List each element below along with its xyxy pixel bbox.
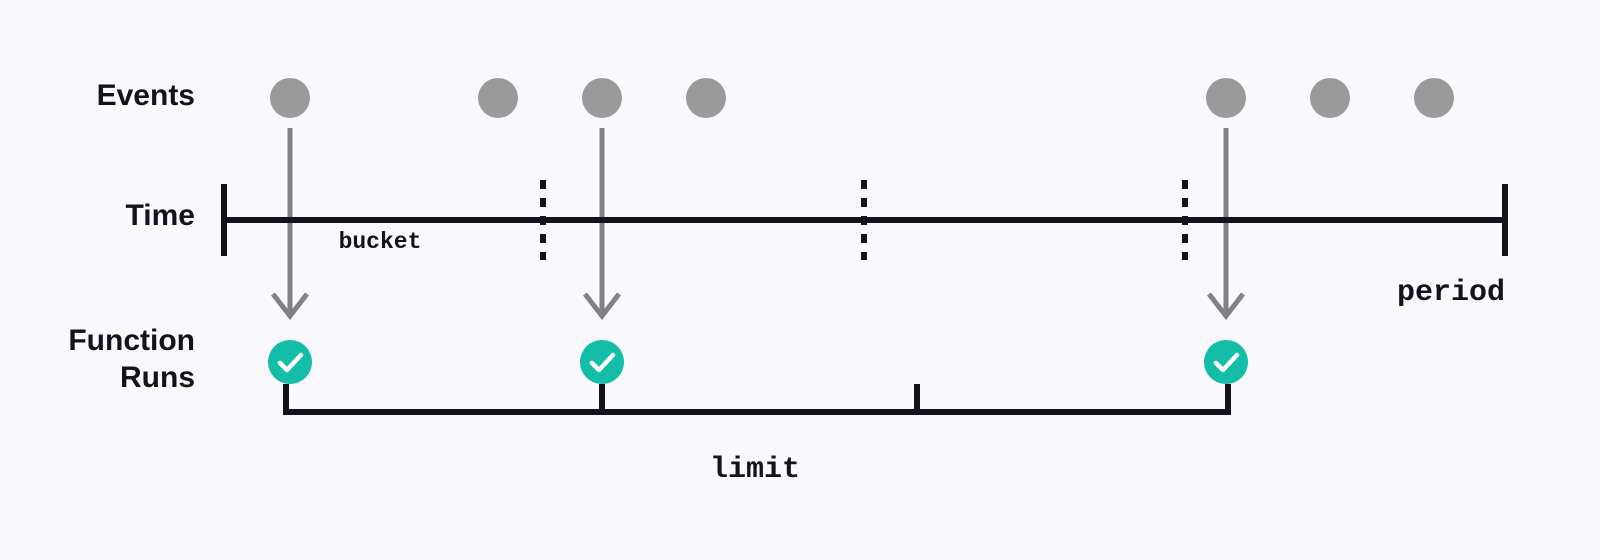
event-dot-6: [1310, 78, 1350, 118]
time-row-label: Time: [126, 199, 195, 232]
function-run-2: [580, 340, 624, 384]
event-dot-5: [1206, 78, 1246, 118]
function-run-3: [1204, 340, 1248, 384]
event-dot-2: [478, 78, 518, 118]
event-dot-4: [686, 78, 726, 118]
events-row-label: Events: [97, 79, 195, 112]
limit-bracket: [283, 384, 1231, 415]
event-dot-3: [582, 78, 622, 118]
function-runs-row-label-line1: Function: [68, 324, 195, 357]
check-icon: [1213, 352, 1240, 373]
limit-bracket-path: [283, 384, 1231, 415]
event-dot-7: [1414, 78, 1454, 118]
function-run-badges: [268, 340, 1248, 384]
period-label: period: [1397, 276, 1505, 310]
function-run-1: [268, 340, 312, 384]
function-runs-row-label-line2: Runs: [120, 361, 195, 394]
limit-label: limit: [710, 453, 800, 487]
check-icon: [589, 352, 616, 373]
bucket-label: bucket: [339, 229, 422, 255]
bucket-dividers: [540, 180, 1188, 260]
check-icon: [277, 352, 304, 373]
event-dots: [270, 78, 1454, 118]
event-dot-1: [270, 78, 310, 118]
